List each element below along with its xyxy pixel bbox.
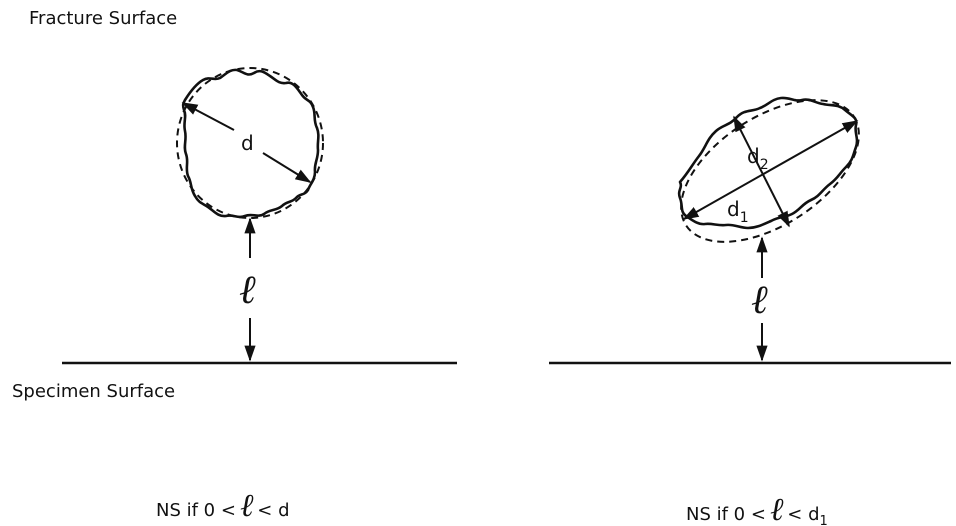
left-diameter-arrow-lower [262, 152, 312, 183]
left-diameter-label: d [241, 131, 254, 155]
left-defect: d ℓ [62, 67, 457, 365]
right-d2-axis-arrow [733, 115, 790, 228]
left-defect-outline [181, 68, 320, 219]
right-d2-label: d2 [747, 144, 769, 173]
fracture-surface-label: Fracture Surface [29, 8, 178, 29]
left-distance-symbol: ℓ [239, 267, 256, 313]
left-condition: NS if 0 < ℓ < d [156, 486, 290, 524]
right-defect: d2 d1 ℓ [549, 96, 951, 365]
right-d1-label: d1 [727, 197, 749, 226]
right-condition: NS if 0 < ℓ < d1 [686, 490, 828, 526]
specimen-surface-label: Specimen Surface [12, 381, 176, 402]
right-d1-axis-arrow [682, 120, 859, 220]
left-diameter-arrow-upper [181, 102, 235, 131]
left-fitted-circle [176, 67, 324, 219]
right-distance-symbol: ℓ [751, 277, 768, 323]
